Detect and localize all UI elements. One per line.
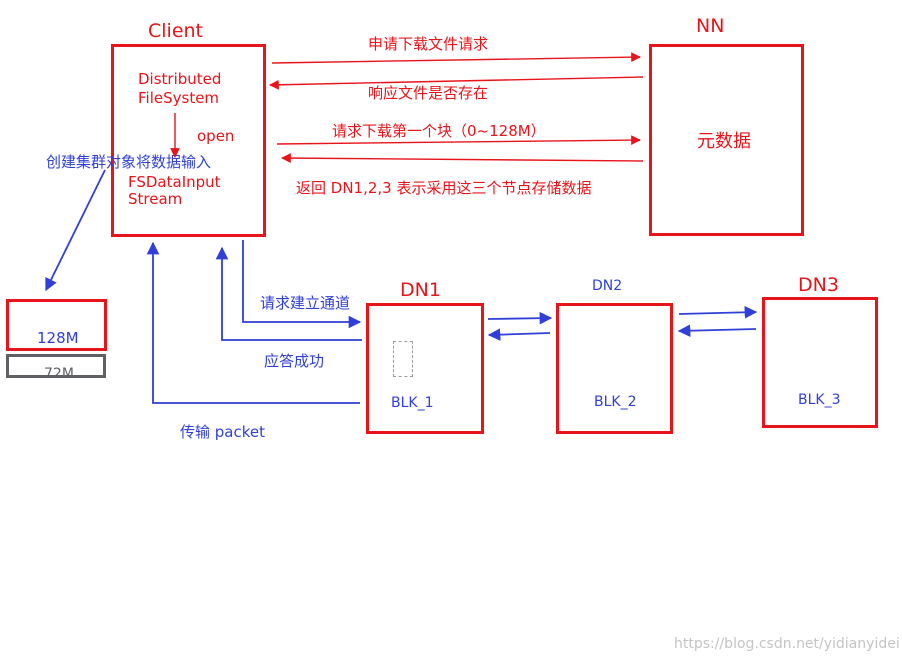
dn1-box <box>366 303 484 434</box>
block-72m-box <box>6 354 106 378</box>
fsdatainputstream-line1: FSDataInput <box>128 173 221 191</box>
dn1-title: DN1 <box>400 279 441 301</box>
client-title: Client <box>148 20 204 42</box>
arrow-return-datanodes <box>281 153 644 163</box>
dn2-title: DN2 <box>592 278 623 294</box>
block-128m-box <box>6 299 107 351</box>
namenode-box <box>649 44 804 236</box>
msg-create-cluster: 创建集群对象将数据输入 <box>46 153 212 171</box>
arrow-request-download <box>271 52 641 64</box>
arrow-dn3-to-dn2 <box>677 324 757 338</box>
dn3-block-label: BLK_3 <box>798 392 841 408</box>
fsdatainputstream-line2: Stream <box>128 190 183 208</box>
dn2-box <box>556 303 673 434</box>
arrow-response-exists <box>269 76 644 90</box>
distributed-filesystem-line2: FileSystem <box>138 89 220 107</box>
arrow-request-channel <box>242 240 362 329</box>
arrow-dn2-to-dn1 <box>487 328 551 341</box>
metadata-label: 元数据 <box>697 131 751 152</box>
dn1-block-label: BLK_1 <box>391 395 434 411</box>
dn3-box <box>762 297 878 428</box>
watermark: https://blog.csdn.net/yidianyidei <box>674 636 900 652</box>
arrow-transfer-packet <box>146 241 360 404</box>
arrow-ack-success <box>215 246 362 341</box>
msg-return-datanodes: 返回 DN1,2,3 表示采用这三个节点存储数据 <box>296 179 592 197</box>
arrow-dn2-to-dn3 <box>678 305 758 319</box>
msg-ack-success: 应答成功 <box>264 352 325 370</box>
msg-transfer-packet: 传输 packet <box>180 423 265 441</box>
msg-request-first-block: 请求下载第一个块（0~128M） <box>332 122 546 140</box>
msg-request-download: 申请下载文件请求 <box>368 35 489 53</box>
dn2-block-label: BLK_2 <box>594 394 637 410</box>
arrow-create-cluster <box>45 169 106 292</box>
arrow-dn1-to-dn2 <box>487 311 553 325</box>
namenode-title: NN <box>696 15 725 37</box>
open-label: open <box>197 127 235 145</box>
block-72m-label: 72M <box>44 366 74 382</box>
distributed-filesystem-line1: Distributed <box>138 70 222 88</box>
dn3-title: DN3 <box>798 274 839 296</box>
block-128m-label: 128M <box>37 329 79 347</box>
dn1-placeholder-rect <box>393 341 413 377</box>
arrow-request-first-block <box>276 135 641 145</box>
client-box <box>111 44 266 237</box>
msg-request-channel: 请求建立通道 <box>260 294 351 312</box>
msg-response-exists: 响应文件是否存在 <box>368 84 489 102</box>
